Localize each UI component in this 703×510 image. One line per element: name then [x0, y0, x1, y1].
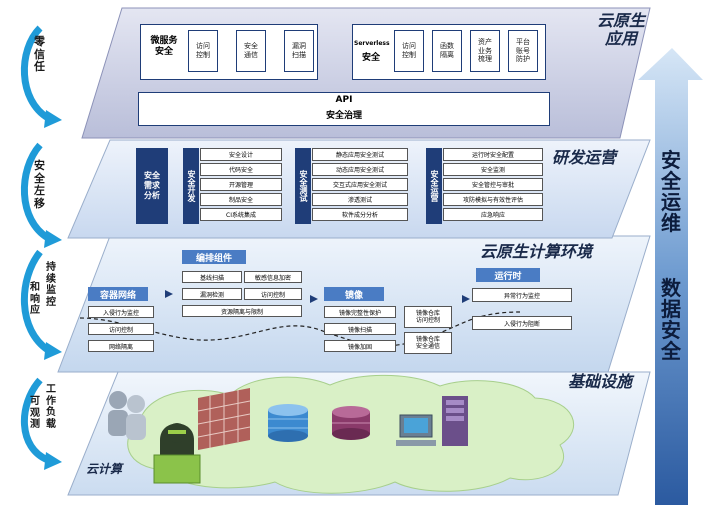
image-head: 镜像 — [324, 287, 384, 301]
devops-dev-item: 代码安全 — [200, 163, 282, 176]
devops-test-item: 动态应用安全测试 — [312, 163, 408, 176]
computer-icon — [396, 414, 436, 446]
firewall-icon — [197, 388, 251, 450]
layer-app-title: 云原生 应用 — [596, 11, 645, 49]
devops-dev-item: CI系统集成 — [200, 208, 282, 221]
serverless-item-access: 访问 控制 — [394, 30, 424, 72]
right-label-data-sec: 数 据 安 全 — [661, 276, 681, 363]
layer-devops-title: 研发运营 — [552, 148, 617, 167]
server-icon — [442, 396, 468, 446]
orchestration-head: 编排组件 — [182, 250, 246, 264]
devops-req-analysis: 安全 需求 分析 — [136, 148, 168, 224]
serverless-item-assets: 资产 业务 梳理 — [470, 30, 500, 72]
devops-dev-list: 安全设计 代码安全 开源管理 制品安全 CI系统集成 — [200, 148, 282, 224]
devops-test-list: 静态应用安全测试 动态应用安全测试 交互式应用安全测试 渗透测试 软件成分分析 — [312, 148, 408, 224]
devops-test-head: 安全测试 — [295, 148, 311, 224]
hacker-icon — [153, 423, 201, 484]
devops-test-item: 交互式应用安全测试 — [312, 178, 408, 191]
side-label-continuous: 持 续 监 控 — [46, 262, 56, 308]
devops-dev-head: 安全开发 — [183, 148, 199, 224]
devops-test-item: 渗透测试 — [312, 193, 408, 206]
right-vertical-arrow — [638, 48, 703, 505]
microservice-head: 微服务 安全 — [150, 36, 178, 58]
api-line2: 安全治理 — [325, 111, 362, 121]
runtime-head: 运行时 — [476, 268, 540, 282]
orchestration-item: 敏感信息加密 — [244, 271, 302, 283]
api-line1: API — [335, 95, 353, 105]
devops-ops-item: 攻防模拟与有效性评估 — [443, 193, 543, 206]
serverless-item-account: 平台 账号 防护 — [508, 30, 538, 72]
runtime-item: 入侵行为阻断 — [472, 316, 572, 330]
serverless-head: 安全 — [362, 53, 381, 63]
orchestration-item: 漏洞检测 — [182, 288, 242, 300]
devops-dev-item: 开源管理 — [200, 178, 282, 191]
cloud-computing-label: 云计算 — [86, 462, 123, 476]
microservice-item-scan: 漏洞 扫描 — [284, 30, 314, 72]
serverless-head-small: Serverless — [354, 40, 390, 47]
image-item: 镜像扫描 — [324, 323, 396, 335]
users-icon — [108, 391, 146, 440]
devops-test-item: 静态应用安全测试 — [312, 148, 408, 161]
container-net-item: 网络隔离 — [88, 340, 154, 352]
devops-test-item: 软件成分分析 — [312, 208, 408, 221]
database-blue-icon — [268, 404, 308, 442]
orchestration-item: 访问控制 — [244, 288, 302, 300]
side-label-shift-left: 安 全 左 移 — [34, 159, 45, 210]
layer-compute-title: 云原生计算环境 — [480, 242, 593, 261]
side-label-respond: 和 响 应 — [30, 282, 40, 316]
devops-ops-list: 运行时安全配置 安全监测 安全管控与审批 攻防模拟与有效性评估 应急响应 — [443, 148, 543, 224]
side-label-workload: 工 作 负 载 — [46, 384, 56, 430]
devops-ops-item: 安全监测 — [443, 163, 543, 176]
database-purple-icon — [332, 406, 370, 440]
devops-dev-item: 制品安全 — [200, 193, 282, 206]
orchestration-item: 资源隔离与限制 — [182, 305, 302, 317]
side-label-observe: 可 观 测 — [30, 396, 40, 430]
left-curved-arrows — [20, 25, 51, 464]
side-label-zero-trust: 零 信 任 — [34, 35, 45, 74]
image-repo-item: 镜像仓库 访问控制 — [404, 306, 452, 328]
devops-ops-item: 应急响应 — [443, 208, 543, 221]
microservice-item-comm: 安全 通信 — [236, 30, 266, 72]
container-net-item: 访问控制 — [88, 323, 154, 335]
image-repo-item: 镜像仓库 安全通信 — [404, 332, 452, 354]
orchestration-item: 基线扫描 — [182, 271, 242, 283]
devops-ops-head: 安全运营 — [426, 148, 442, 224]
layer-infra-title: 基础设施 — [568, 372, 633, 391]
container-net-item: 入侵行为监控 — [88, 306, 154, 318]
devops-ops-item: 运行时安全配置 — [443, 148, 543, 161]
devops-dev-item: 安全设计 — [200, 148, 282, 161]
image-item: 镜像完整性保护 — [324, 306, 396, 318]
serverless-item-isolation: 函数 隔离 — [432, 30, 462, 72]
container-net-head: 容器网络 — [88, 287, 148, 301]
runtime-item: 异常行为监控 — [472, 288, 572, 302]
api-bar — [138, 92, 550, 126]
devops-ops-item: 安全管控与审批 — [443, 178, 543, 191]
image-item: 镜像加固 — [324, 340, 396, 352]
flow-pointers — [165, 290, 470, 303]
microservice-item-access: 访问 控制 — [188, 30, 218, 72]
right-label-sec-ops: 安 全 运 维 — [661, 148, 681, 235]
